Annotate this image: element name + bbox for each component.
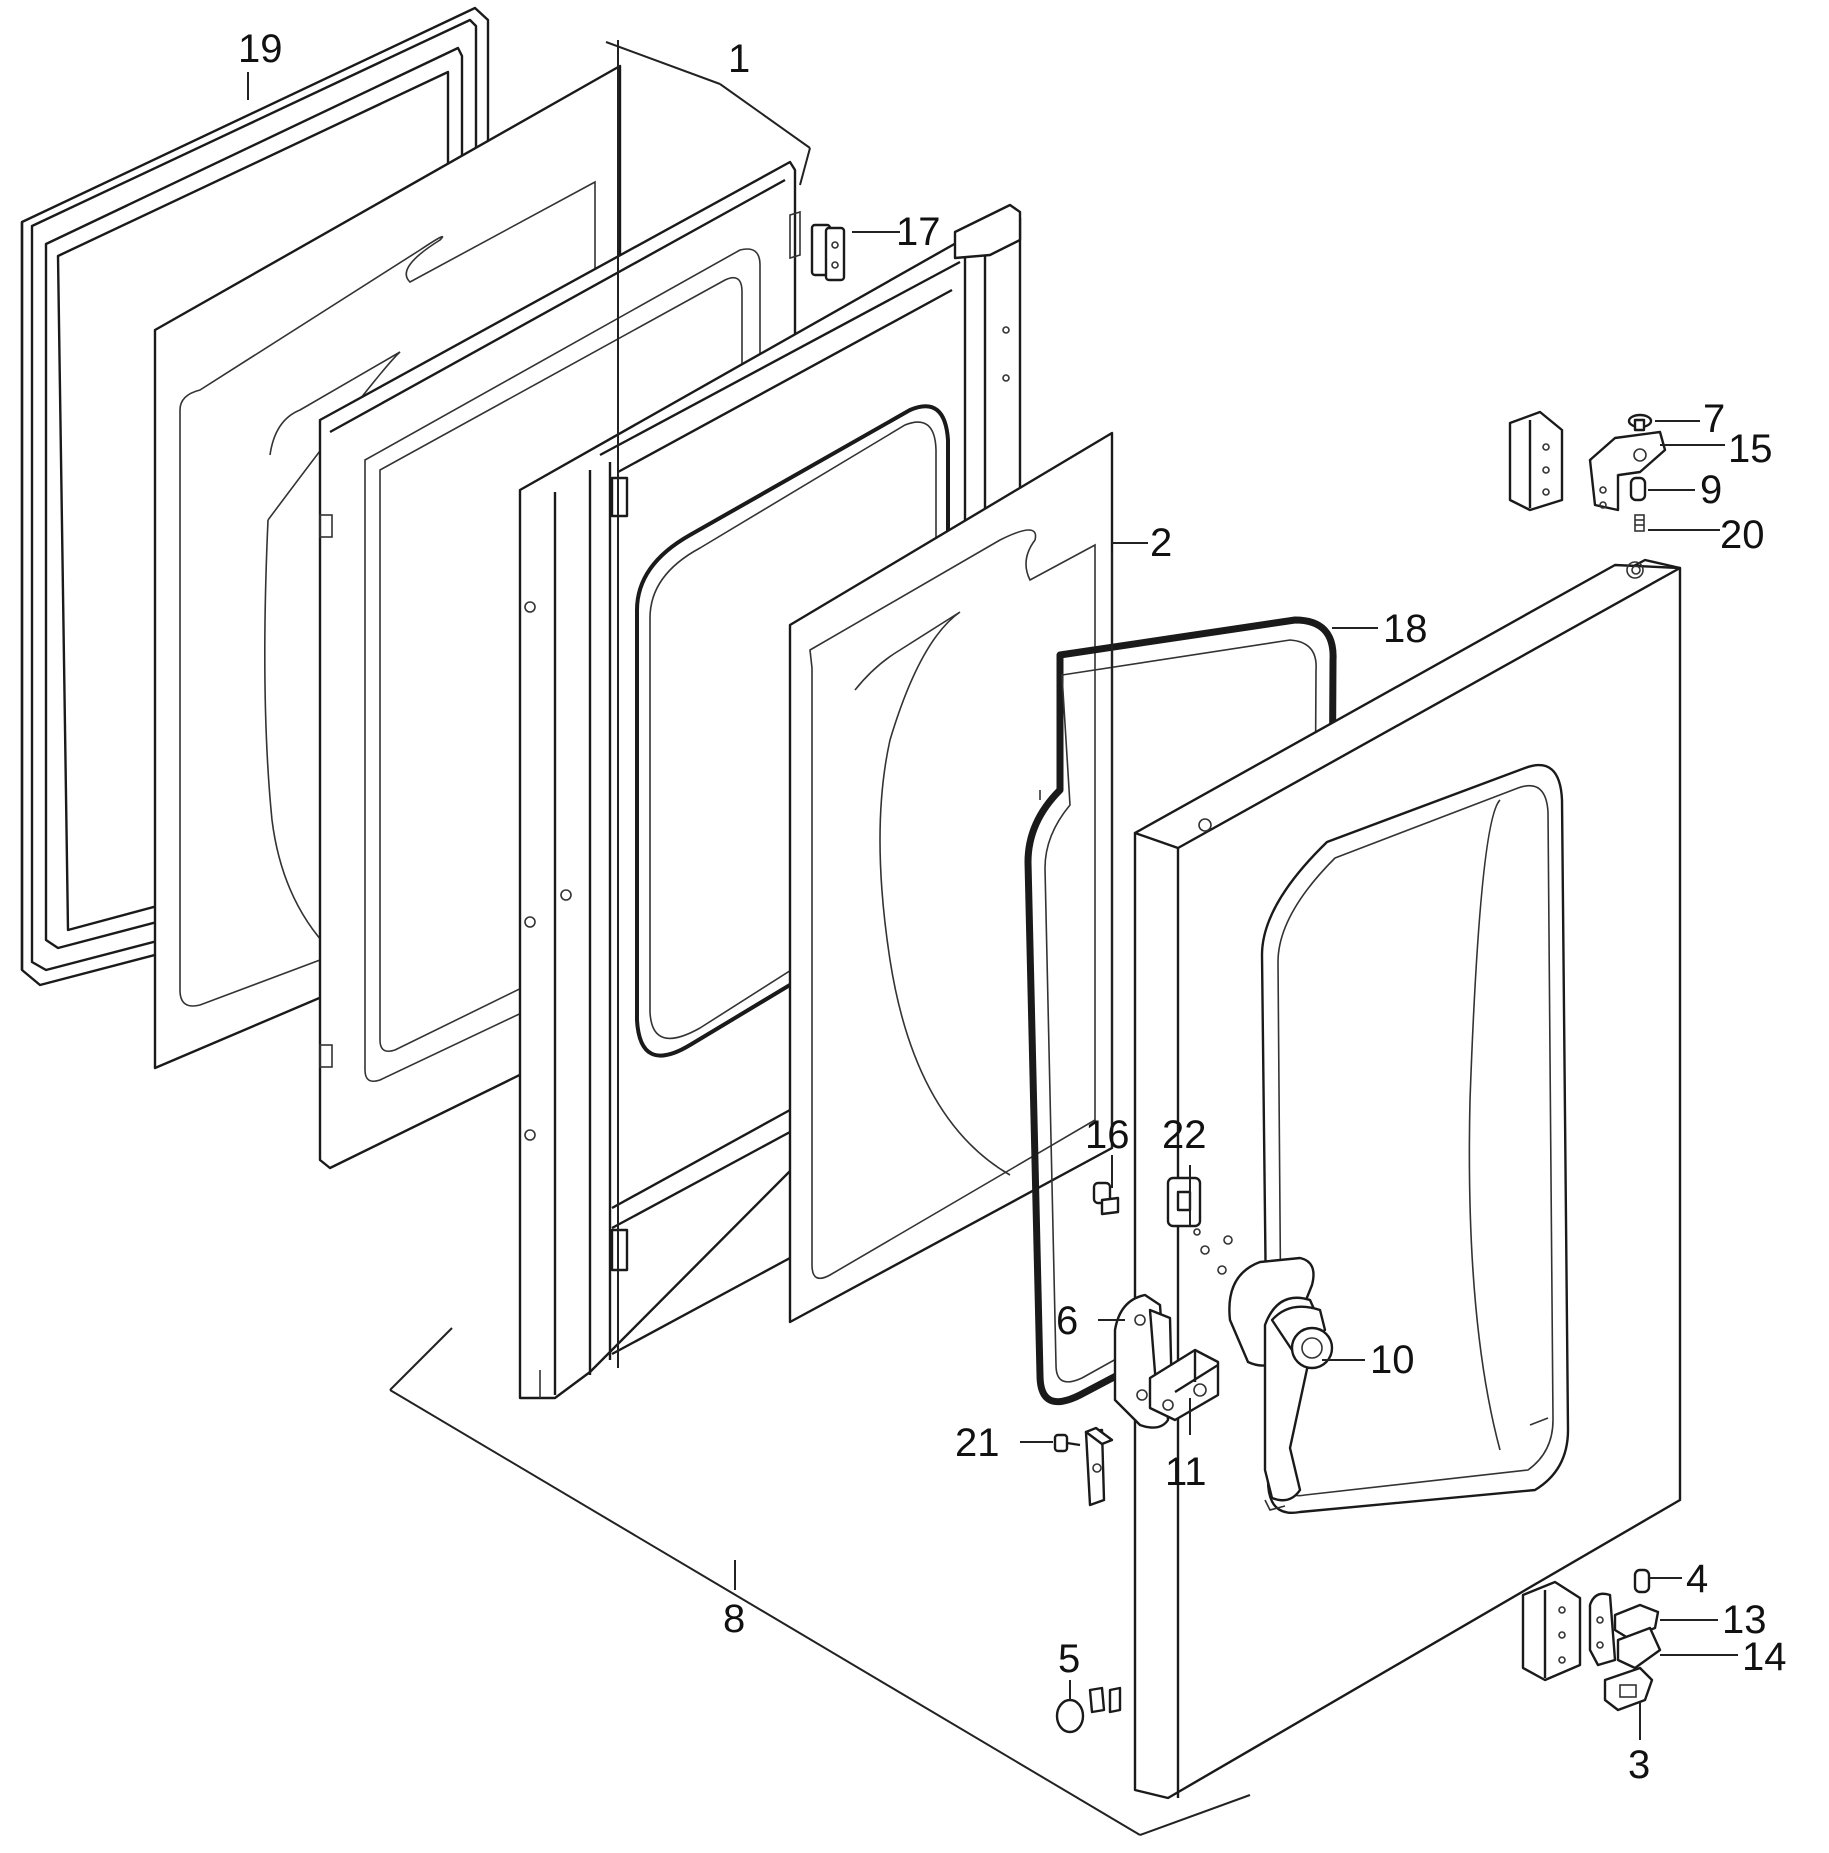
callout-21: 21 [955, 1421, 1000, 1465]
callout-18: 18 [1383, 607, 1428, 651]
callout-22: 22 [1162, 1113, 1207, 1157]
leader-lines [247, 40, 1738, 1740]
part-1-callout-bracket [605, 41, 811, 186]
part-11-latch-block [1148, 1348, 1220, 1422]
callout-2: 2 [1150, 521, 1172, 565]
callout-11: 11 [1165, 1450, 1207, 1494]
part-17-latch-bracket [789, 210, 846, 282]
callout-13: 13 [1722, 1598, 1767, 1642]
top-hinge-assembly [1508, 410, 1667, 532]
callout-3: 3 [1628, 1743, 1650, 1787]
part-18-door-gasket [1024, 616, 1337, 1406]
part-21-screw-bracket [1053, 1426, 1114, 1507]
part-10-door-handle [1228, 1256, 1334, 1511]
part-8-bracket-outline [389, 1327, 1251, 1836]
callout-9: 9 [1700, 468, 1722, 512]
callout-15: 15 [1728, 427, 1773, 471]
callout-5: 5 [1058, 1637, 1080, 1681]
callout-4: 4 [1686, 1557, 1708, 1601]
door-frame-profile [518, 203, 1022, 1400]
callout-19: 19 [238, 27, 283, 71]
callout-8: 8 [723, 1597, 745, 1641]
callout-16: 16 [1085, 1113, 1130, 1157]
callout-6: 6 [1056, 1299, 1078, 1343]
callout-labels: 19 1 17 7 15 9 20 2 18 16 22 6 10 21 11 … [238, 27, 1787, 1787]
callout-20: 20 [1720, 513, 1765, 557]
part-16-stud [1092, 1181, 1120, 1216]
callout-1: 1 [728, 37, 750, 81]
callout-14: 14 [1742, 1635, 1787, 1679]
frame-inner-glass [635, 404, 950, 1058]
part-5-bottom-stop [1055, 1686, 1122, 1734]
callout-10: 10 [1370, 1338, 1415, 1382]
callout-17: 17 [896, 210, 941, 254]
bottom-hinge-assembly [1521, 1568, 1662, 1712]
callout-7: 7 [1703, 397, 1725, 441]
